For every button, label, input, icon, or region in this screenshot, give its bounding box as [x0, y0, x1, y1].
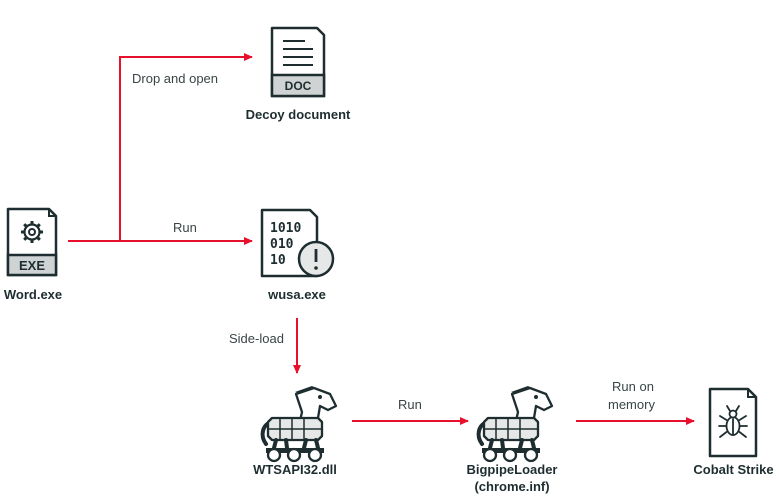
binary-line-1: 1010 — [270, 221, 301, 236]
bug-icon — [718, 405, 748, 438]
run-on-memory-label-line2: memory — [608, 397, 655, 412]
exe-badge-text: EXE — [19, 258, 45, 273]
wusa-exe-label: wusa.exe — [268, 287, 326, 302]
word-exe-label: Word.exe — [3, 287, 63, 302]
trojan-horse-icon — [476, 386, 554, 463]
drop-and-open-label: Drop and open — [132, 71, 219, 86]
wtsapi-trojan-horse-icon — [260, 386, 338, 463]
binary-line-2: 010 — [270, 237, 294, 252]
word-exe-icon: EXE — [6, 207, 58, 277]
binary-line-3: 10 — [270, 253, 286, 268]
trojan-horse-icon — [260, 386, 338, 463]
run-wusa-label: Run — [173, 220, 197, 235]
bigpipeloader-filename-label: (chrome.inf) — [474, 479, 550, 494]
side-load-label: Side-load — [229, 331, 284, 346]
run-on-memory-label-line1: Run on — [612, 379, 654, 394]
wtsapi32-dll-label: WTSAPI32.dll — [253, 462, 337, 477]
arrow-drop-and-open — [119, 53, 253, 241]
cobalt-strike-icon — [708, 387, 758, 458]
gear-icon — [21, 221, 43, 243]
wusa-exe-icon: 1010 010 10 — [260, 208, 335, 278]
decoy-document-icon: DOC — [270, 26, 326, 98]
doc-badge-text: DOC — [285, 79, 312, 93]
bigpipe-trojan-horse-icon — [476, 386, 554, 463]
bigpipeloader-label: BigpipeLoader — [466, 462, 558, 477]
cobalt-strike-label: Cobalt Strike — [693, 462, 774, 477]
document-lines-icon — [283, 40, 313, 66]
decoy-document-label: Decoy document — [245, 107, 351, 122]
exclamation-icon — [297, 240, 335, 278]
run-bigpipe-label: Run — [398, 397, 422, 412]
